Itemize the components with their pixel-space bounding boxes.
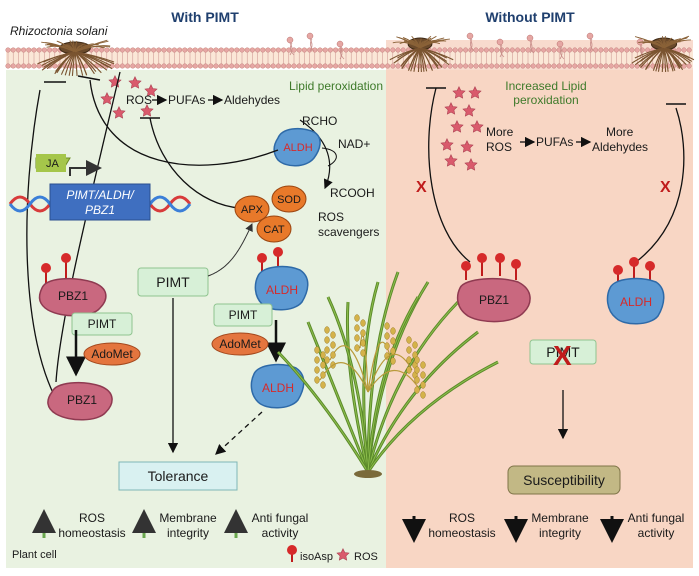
svg-text:ROS: ROS: [449, 511, 475, 525]
susceptibility-box: Susceptibility: [508, 466, 620, 494]
svg-text:Anti fungal: Anti fungal: [628, 511, 685, 525]
isoasp-legend-icon: [287, 545, 297, 555]
header-with-pimt: With PIMT: [171, 9, 239, 25]
adomet-aldh: AdoMet: [212, 333, 268, 355]
svg-text:APX: APX: [241, 204, 264, 216]
increased-lipid-2: peroxidation: [513, 93, 578, 107]
ros-scavengers-1: ROS: [318, 210, 344, 224]
svg-text:PBZ1: PBZ1: [67, 393, 97, 407]
svg-text:PBZ1: PBZ1: [479, 293, 509, 307]
svg-text:PIMT: PIMT: [156, 274, 190, 290]
pbz1-protein-right: PBZ1: [458, 279, 530, 322]
svg-text:ALDH: ALDH: [620, 295, 652, 309]
svg-text:ROS: ROS: [79, 511, 105, 525]
gene-box: PIMT/ALDH/ PBZ1: [50, 184, 150, 220]
plant-cell-label: Plant cell: [12, 549, 57, 561]
svg-text:activity: activity: [262, 526, 299, 540]
svg-text:Susceptibility: Susceptibility: [523, 472, 605, 488]
aldh-protein-right: ALDH: [608, 279, 664, 324]
header-without-pimt: Without PIMT: [485, 9, 575, 25]
svg-text:SOD: SOD: [277, 194, 301, 206]
pathogen-label: Rhizoctonia solani: [10, 24, 108, 38]
lipid-peroxidation-label: Lipid peroxidation: [289, 79, 383, 93]
left-cell-background: [6, 70, 386, 568]
more-ros-1: More: [486, 125, 514, 139]
rcooh-label: RCOOH: [330, 186, 375, 200]
pbz1-protein-top: PBZ1: [40, 279, 106, 316]
svg-text:PIMT: PIMT: [88, 317, 117, 331]
sod-enzyme: SOD: [272, 186, 306, 212]
svg-text:Membrane: Membrane: [531, 511, 589, 525]
svg-text:activity: activity: [638, 526, 675, 540]
pufas-text-left: PUFAs: [168, 93, 205, 107]
svg-text:integrity: integrity: [539, 526, 581, 540]
svg-text:ALDH: ALDH: [266, 283, 298, 297]
svg-text:ROS: ROS: [354, 551, 378, 563]
increased-lipid-1: Increased Lipid: [505, 79, 586, 93]
svg-text:AdoMet: AdoMet: [219, 337, 261, 351]
aldehydes-text-left: Aldehydes: [224, 93, 280, 107]
svg-text:Anti fungal: Anti fungal: [252, 511, 309, 525]
svg-text:isoAsp: isoAsp: [300, 551, 333, 563]
aldh-protein-middle: ALDH: [255, 267, 307, 310]
gene-label-2: PBZ1: [85, 203, 115, 217]
pimt-box-pbz1: PIMT: [72, 313, 132, 335]
pimt-box-aldh: PIMT: [214, 304, 272, 326]
svg-text:ALDH: ALDH: [262, 381, 294, 395]
more-ald-2: Aldehydes: [592, 140, 648, 154]
tolerance-box: Tolerance: [119, 462, 237, 490]
svg-text:PIMT: PIMT: [229, 308, 258, 322]
ja-label: JA: [46, 158, 60, 170]
more-ald-1: More: [606, 125, 634, 139]
svg-text:CAT: CAT: [263, 224, 284, 236]
gene-label-1: PIMT/ALDH/: [66, 188, 135, 202]
pimt-cross-icon: X: [553, 340, 572, 371]
svg-text:homeostasis: homeostasis: [58, 526, 125, 540]
adomet-pbz1: AdoMet: [84, 343, 140, 365]
svg-text:Tolerance: Tolerance: [148, 468, 209, 484]
more-ros-2: ROS: [486, 140, 512, 154]
pbz1-protein-bottom: PBZ1: [48, 383, 112, 420]
block-cross-right: X: [660, 179, 671, 196]
ros-text-left: ROS: [126, 93, 152, 107]
svg-text:homeostasis: homeostasis: [428, 526, 495, 540]
cat-enzyme: CAT: [257, 216, 291, 242]
svg-text:AdoMet: AdoMet: [91, 347, 133, 361]
pimt-box-center: PIMT: [138, 268, 208, 296]
right-outcomes: ROS homeostasis Membrane integrity Anti …: [414, 511, 684, 540]
cell-membrane: [6, 33, 693, 68]
ros-scavengers-2: scavengers: [318, 225, 379, 239]
nad-label: NAD+: [338, 137, 370, 151]
block-cross-left: X: [416, 179, 427, 196]
pufas-text-right: PUFAs: [536, 135, 573, 149]
svg-text:integrity: integrity: [167, 526, 209, 540]
aldh-top-label: ALDH: [283, 142, 312, 154]
left-outcomes: ROS homeostasis Membrane integrity Anti …: [44, 511, 308, 540]
svg-text:Membrane: Membrane: [159, 511, 217, 525]
svg-text:PBZ1: PBZ1: [58, 289, 88, 303]
